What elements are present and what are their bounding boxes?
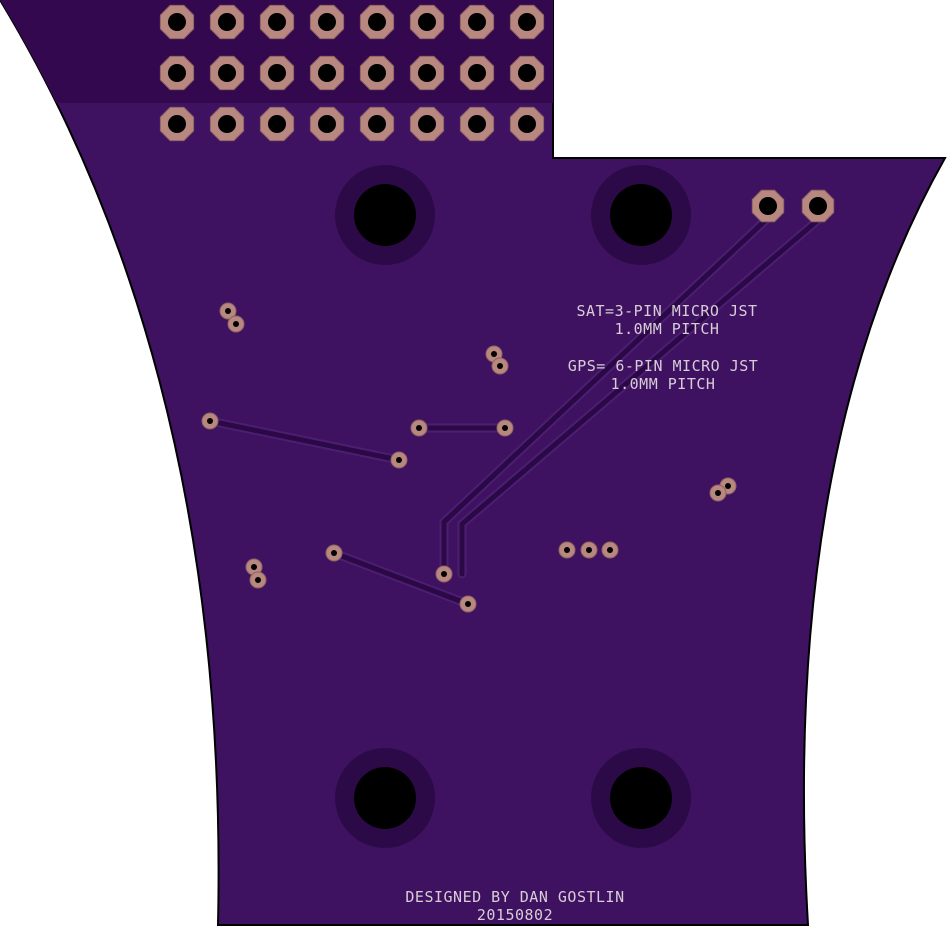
pin-header <box>159 4 545 142</box>
via-hole <box>441 571 447 577</box>
header-pin-hole <box>468 115 486 133</box>
mounting-hole <box>354 184 416 246</box>
designer-credit: DESIGNED BY DAN GOSTLIN <box>405 888 624 906</box>
via-hole <box>251 564 257 570</box>
via-hole <box>416 425 422 431</box>
header-pin-hole <box>268 64 286 82</box>
trace <box>459 217 821 577</box>
via-hole <box>225 308 231 314</box>
via-hole <box>607 547 613 553</box>
trace <box>441 215 771 577</box>
via-hole <box>331 550 337 556</box>
via-hole <box>233 321 239 327</box>
header-pin-hole <box>168 115 186 133</box>
mounting-hole <box>610 767 672 829</box>
via-hole <box>255 577 261 583</box>
header-pin-hole <box>218 64 236 82</box>
header-pin-hole <box>168 13 186 31</box>
header-pin-hole <box>368 13 386 31</box>
via-hole <box>465 601 471 607</box>
gps-label-line2: 1.0MM PITCH <box>611 375 716 393</box>
header-pin-hole <box>368 64 386 82</box>
header-pin-hole <box>268 115 286 133</box>
header-pin-hole <box>468 64 486 82</box>
header-pin-hole <box>518 13 536 31</box>
header-pin-hole <box>518 115 536 133</box>
via-hole <box>586 547 592 553</box>
trace <box>331 550 471 607</box>
header-pin-hole <box>318 64 336 82</box>
via-hole <box>396 457 402 463</box>
gps-label-line1: GPS= 6-PIN MICRO JST <box>568 357 759 375</box>
connector-pads <box>751 189 835 223</box>
header-pin-hole <box>218 115 236 133</box>
header-pin-hole <box>418 115 436 133</box>
connector-pin-hole <box>809 197 827 215</box>
header-pin-hole <box>268 13 286 31</box>
via-hole <box>715 490 721 496</box>
sat-label-line2: 1.0MM PITCH <box>615 320 720 338</box>
sat-label-line1: SAT=3-PIN MICRO JST <box>576 302 757 320</box>
header-pin-hole <box>318 115 336 133</box>
via-hole <box>491 351 497 357</box>
design-date: 20150802 <box>477 906 553 924</box>
header-pin-hole <box>218 13 236 31</box>
mounting-holes <box>335 165 691 848</box>
header-pin-hole <box>468 13 486 31</box>
connector-pin-hole <box>759 197 777 215</box>
via-hole <box>564 547 570 553</box>
header-pin-hole <box>318 13 336 31</box>
header-pin-hole <box>368 115 386 133</box>
via-hole <box>725 483 731 489</box>
header-pin-hole <box>518 64 536 82</box>
header-pin-hole <box>418 64 436 82</box>
header-pin-hole <box>168 64 186 82</box>
copper-traces <box>205 213 823 609</box>
header-pin-hole <box>418 13 436 31</box>
mounting-hole <box>610 184 672 246</box>
via-hole <box>502 425 508 431</box>
trace <box>207 418 402 463</box>
via-hole <box>207 418 213 424</box>
vias <box>201 302 737 613</box>
via-hole <box>497 363 503 369</box>
mounting-hole <box>354 767 416 829</box>
